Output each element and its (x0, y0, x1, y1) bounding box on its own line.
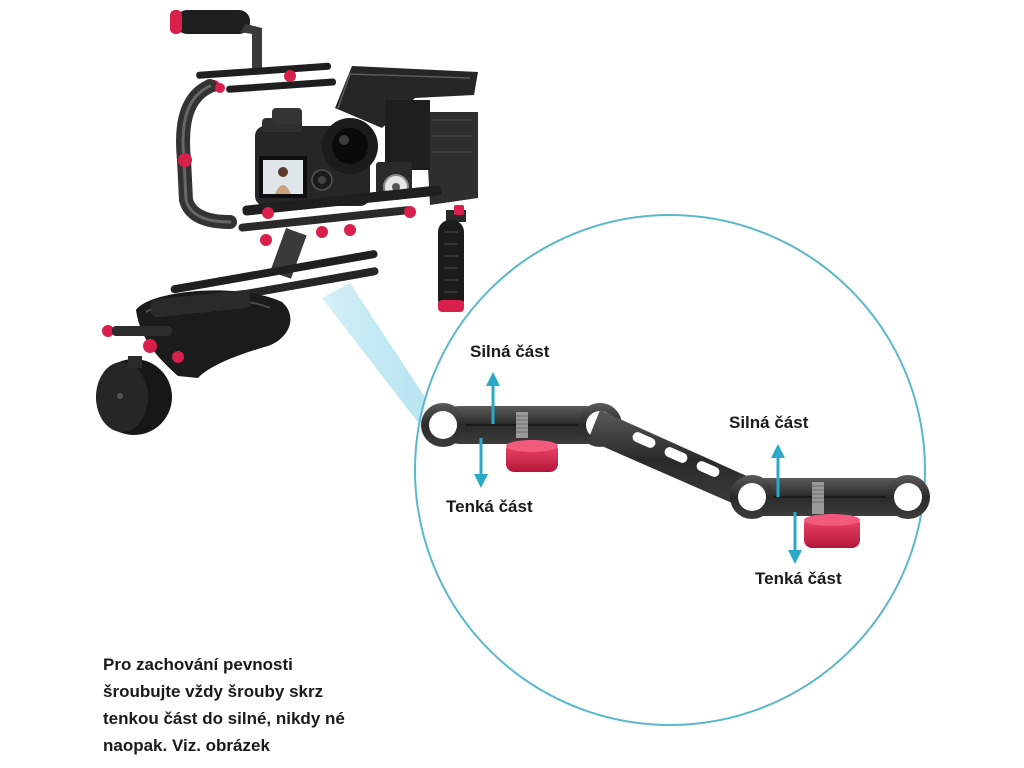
instruction-note: Pro zachování pevnosti šroubujte vždy šr… (103, 651, 403, 759)
arrow-strong-right (771, 444, 785, 497)
label-strong-left: Silná část (470, 342, 550, 361)
label-strong-right: Silná část (729, 413, 809, 432)
instruction-line: tenkou část do silné, nikdy né (103, 709, 345, 728)
arrow-thin-right (788, 512, 802, 564)
arrow-strong-left (486, 372, 500, 424)
instruction-line: šroubujte vždy šrouby skrz (103, 682, 324, 701)
label-thin-right: Tenká část (755, 569, 842, 588)
label-thin-left: Tenká část (446, 497, 533, 516)
instruction-line: naopak. Viz. obrázek (103, 736, 270, 755)
magnifier-beam (322, 283, 440, 425)
extension-arm-illustration (421, 403, 930, 548)
instruction-line: Pro zachování pevnosti (103, 655, 293, 674)
arrow-thin-left (474, 438, 488, 488)
camera-rig-illustration (96, 10, 478, 435)
